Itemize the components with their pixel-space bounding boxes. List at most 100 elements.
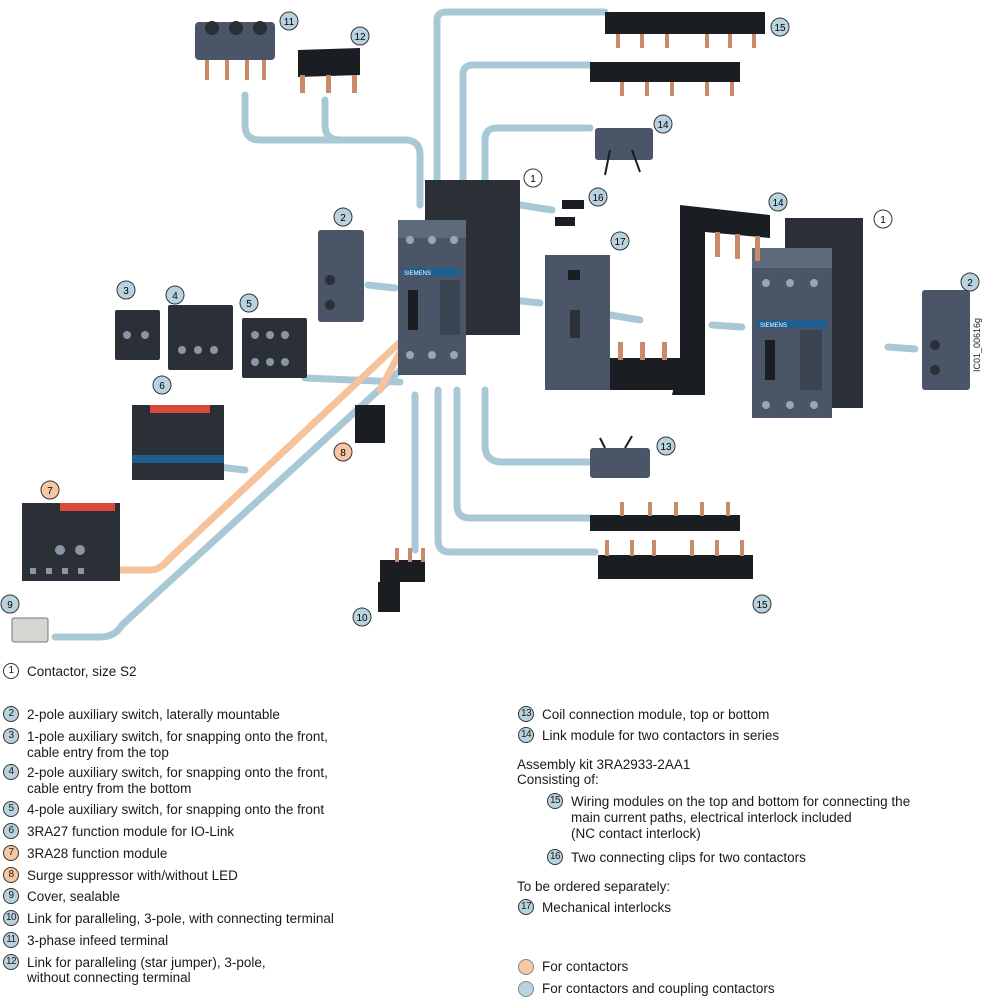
- marker-14: 14: [518, 727, 534, 743]
- star-jumper: [298, 48, 360, 93]
- callout-1b: 1: [873, 209, 893, 229]
- key-blue-dot: [518, 981, 534, 997]
- marker-7: 7: [3, 845, 19, 861]
- legend-text: 2-pole auxiliary switch, laterally mount…: [27, 707, 280, 722]
- svg-text:7: 7: [47, 486, 53, 497]
- legend-text-cont: (NC contact interlock): [571, 826, 701, 841]
- callout-11: 11: [279, 11, 299, 31]
- aux-switch-lateral: [318, 230, 970, 390]
- callout-4: 4: [165, 285, 185, 305]
- legend-text: Coil connection module, top or bottom: [542, 707, 770, 722]
- aux-switch-front: [115, 305, 307, 378]
- svg-text:12: 12: [354, 32, 366, 43]
- function-module: [22, 503, 120, 581]
- callout-10: 10: [352, 607, 372, 627]
- callout-5: 5: [239, 293, 259, 313]
- svg-text:15: 15: [756, 600, 768, 611]
- assembly-title: Assembly kit 3RA2933-2AA1: [517, 757, 691, 772]
- svg-text:5: 5: [246, 299, 252, 310]
- svg-text:3: 3: [123, 286, 129, 297]
- wiring-module-top: [590, 12, 765, 96]
- surge-suppressor: [355, 405, 385, 443]
- legend-text: Link for paralleling (star jumper), 3-po…: [27, 955, 266, 970]
- callout-6: 6: [152, 375, 172, 395]
- callout-9: 9: [0, 594, 20, 614]
- marker-2: 2: [3, 706, 19, 722]
- legend-text-cont: main current paths, electrical interlock…: [571, 810, 852, 825]
- figure-id: IC01_00616g: [972, 318, 982, 372]
- legend-text: Contactor, size S2: [27, 664, 137, 679]
- legend-text: Surge suppressor with/without LED: [27, 868, 238, 883]
- marker-13: 13: [518, 706, 534, 722]
- callouts: 1 2 3 4 5 6 7 8 9 10 11 12 13 14 15 16 1…: [0, 11, 980, 627]
- contactor-main: [398, 180, 520, 375]
- svg-text:1: 1: [530, 174, 536, 185]
- svg-text:11: 11: [284, 17, 295, 28]
- legend-text: Cover, sealable: [27, 889, 121, 904]
- svg-text:17: 17: [614, 237, 626, 248]
- marker-12: 12: [3, 954, 19, 970]
- legend-text: 2-pole auxiliary switch, for snapping on…: [27, 765, 328, 780]
- svg-text:10: 10: [356, 613, 368, 624]
- svg-text:6: 6: [159, 381, 165, 392]
- callout-8: 8: [333, 442, 353, 462]
- callout-16: 16: [588, 187, 608, 207]
- marker-9: 9: [3, 888, 19, 904]
- marker-5: 5: [3, 801, 19, 817]
- callout-7: 7: [40, 480, 60, 500]
- legend-text: Mechanical interlocks: [542, 900, 672, 915]
- contactor-right: [752, 218, 863, 418]
- legend-text: Link module for two contactors in series: [542, 728, 780, 743]
- legend-text: 1-pole auxiliary switch, for snapping on…: [27, 729, 328, 744]
- key-orange-text: For contactors: [542, 959, 629, 974]
- paralleling-link-terminal: [378, 548, 425, 612]
- callout-2: 2: [333, 207, 353, 227]
- svg-text:1: 1: [880, 215, 886, 226]
- svg-text:13: 13: [660, 442, 672, 453]
- callout-17: 17: [610, 231, 630, 251]
- key-blue-text: For contactors and coupling contactors: [542, 981, 775, 996]
- mechanical-interlock: [545, 255, 610, 390]
- marker-3: 3: [3, 728, 19, 744]
- infeed-terminal: [195, 21, 275, 80]
- assembly-subtitle: Consisting of:: [517, 772, 599, 787]
- svg-text:16: 16: [592, 193, 604, 204]
- legend-text: Wiring modules on the top and bottom for…: [571, 794, 911, 809]
- legend-text-cont: without connecting terminal: [27, 970, 191, 985]
- legend-text: 3-phase infeed terminal: [27, 933, 169, 948]
- svg-text:14: 14: [657, 120, 669, 131]
- svg-text:9: 9: [7, 600, 13, 611]
- coil-connection-module: [590, 435, 650, 478]
- callout-15: 15: [770, 17, 790, 37]
- legend-text-cont: cable entry from the top: [27, 745, 169, 760]
- marker-6: 6: [3, 823, 19, 839]
- cover-sealable: [11, 617, 49, 643]
- callout-2b: 2: [960, 272, 980, 292]
- exploded-diagram: SIEMENS SIEMENS 1 2 3 4 5 6 7 8 9 10 11 …: [0, 8, 982, 643]
- marker-1: 1: [3, 663, 19, 679]
- svg-text:15: 15: [774, 23, 786, 34]
- key-orange-dot: [518, 959, 534, 975]
- link-module-small: [595, 128, 653, 176]
- connecting-clips: [555, 200, 584, 226]
- callout-3: 3: [116, 280, 136, 300]
- svg-text:8: 8: [340, 448, 346, 459]
- legend-text: Two connecting clips for two contactors: [571, 850, 806, 865]
- marker-8: 8: [3, 867, 19, 883]
- legend-text-cont: cable entry from the bottom: [27, 781, 192, 796]
- callout-12: 12: [350, 26, 370, 46]
- legend-text: 3RA28 function module: [27, 846, 168, 861]
- svg-text:2: 2: [340, 213, 346, 224]
- link-module-series: [610, 205, 770, 395]
- marker-4: 4: [3, 764, 19, 780]
- callout-14b: 14: [768, 192, 788, 212]
- brand-label-main: SIEMENS: [404, 271, 431, 277]
- marker-11: 11: [3, 932, 19, 948]
- svg-text:2: 2: [967, 278, 973, 289]
- legend-text: Link for paralleling, 3-pole, with conne…: [27, 911, 334, 926]
- svg-text:4: 4: [172, 291, 178, 302]
- connection-paths-blue: [51, 8, 919, 641]
- callout-13: 13: [656, 436, 676, 456]
- marker-17: 17: [518, 899, 534, 915]
- legend-text: 3RA27 function module for IO-Link: [27, 824, 235, 839]
